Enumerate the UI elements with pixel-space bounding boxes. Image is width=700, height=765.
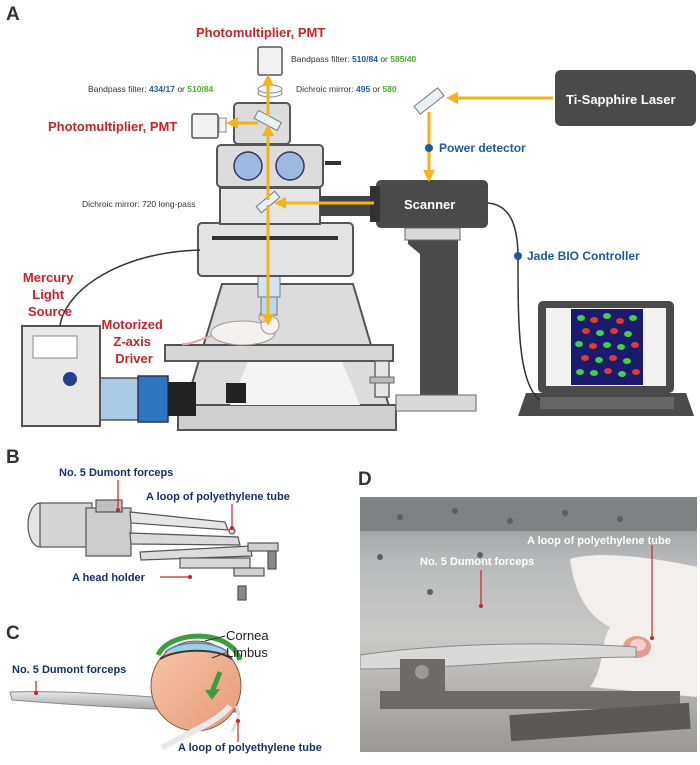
- panel-label-a: A: [6, 4, 20, 25]
- pmt-top-label: Photomultiplier, PMT: [196, 25, 325, 40]
- head-holder-drawing: [27, 499, 279, 601]
- laser-label: Ti-Sapphire Laser: [566, 92, 676, 107]
- pointer-c-forceps-dot: [34, 691, 38, 695]
- b-holder-label: A head holder: [72, 572, 146, 584]
- b-forceps-label: No. 5 Dumont forceps: [59, 467, 173, 479]
- power-detector-dot: [425, 144, 433, 152]
- pointer-b-loop-dot: [230, 526, 234, 530]
- laser-box: [413, 70, 696, 126]
- pointer-c-cornea: [204, 635, 226, 642]
- c-forceps-label: No. 5 Dumont forceps: [12, 664, 126, 676]
- panel-label-b: B: [6, 447, 20, 468]
- power-detector-label: Power detector: [439, 141, 526, 155]
- c-limbus-label: Limbus: [226, 645, 268, 660]
- photo-panel-d: [360, 497, 697, 752]
- laptop: [487, 202, 694, 416]
- photo-canvas: [360, 497, 697, 742]
- pointer-c-loop-dot: [236, 719, 240, 723]
- scanner-label: Scanner: [404, 197, 455, 212]
- scanner-assembly: [320, 180, 488, 412]
- panel-label-d: D: [358, 469, 372, 490]
- bandpass-left-label: Bandpass filter: 434/17 or 510/84: [88, 84, 214, 94]
- microscope-stage: [164, 344, 395, 398]
- eye-drawing: [9, 633, 243, 751]
- microscope-body: [191, 46, 354, 277]
- dichroic-top-label: Dichroic mirror: 495 or 580: [296, 84, 397, 94]
- controller-label: Jade BIO Controller: [527, 249, 640, 263]
- dichroic-mid-label: Dichroic mirror: 720 long-pass: [82, 199, 195, 209]
- b-loop-label: A loop of polyethylene tube: [146, 491, 290, 503]
- panel-label-c: C: [6, 623, 20, 644]
- z-axis-motor: [99, 375, 196, 423]
- mercury-light-source: [21, 249, 201, 427]
- pointer-b-holder-dot: [188, 575, 192, 579]
- pointer-b-forceps-dot: [116, 508, 120, 512]
- pmt-left-label: Photomultiplier, PMT: [48, 119, 177, 134]
- mercury-label: Mercury Light Source: [23, 270, 77, 319]
- laser-beam: [226, 74, 553, 326]
- controller-dot: [514, 252, 522, 260]
- bandpass-top-label: Bandpass filter: 510/84 or 585/40: [291, 54, 417, 64]
- c-loop-label: A loop of polyethylene tube: [178, 742, 322, 754]
- c-cornea-label: Cornea: [226, 628, 269, 643]
- pointer-c-limbus: [211, 652, 226, 659]
- cell-image-dots: [575, 313, 640, 377]
- motor-label: Motorized Z-axis Driver: [101, 317, 166, 366]
